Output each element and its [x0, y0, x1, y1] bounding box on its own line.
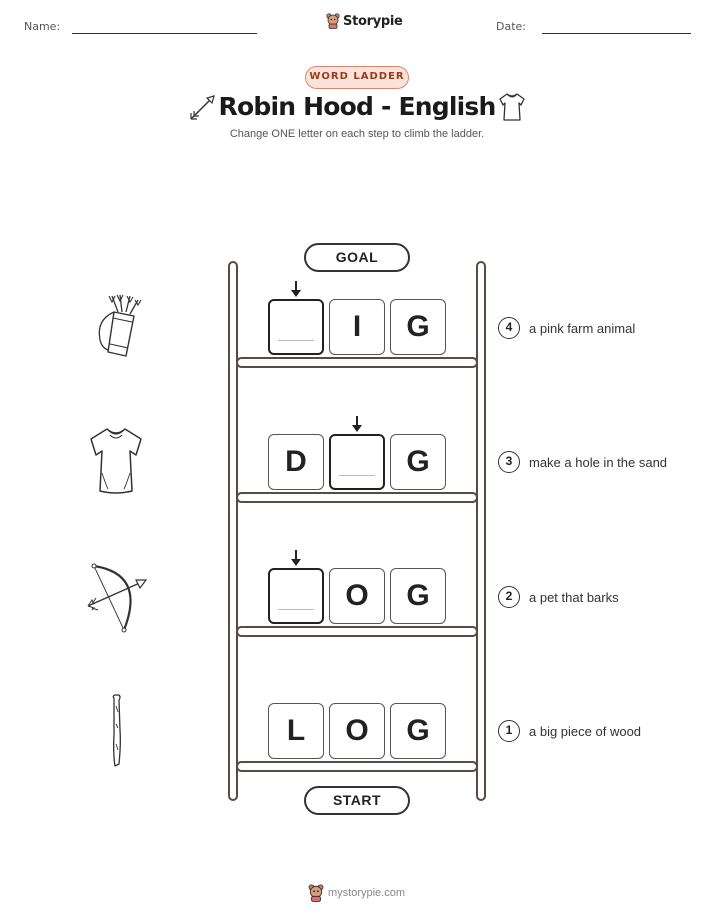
down-arrow-icon [352, 416, 362, 432]
letter-box: D [268, 434, 324, 490]
step-number: 2 [498, 586, 520, 608]
down-arrow-icon [291, 550, 301, 566]
ladder-rung [236, 357, 478, 368]
clue-text: make a hole in the sand [529, 455, 668, 470]
stick-icon [112, 694, 121, 767]
step-number: 3 [498, 451, 520, 473]
letter-box-blank[interactable] [329, 434, 385, 490]
tunic-small-icon [499, 93, 525, 121]
letter-box: L [268, 703, 324, 759]
footer: mystorypie.com [308, 884, 405, 902]
ladder-rung [236, 761, 478, 772]
clue-text: a pet that barks [529, 590, 619, 605]
ladder-left-rail [228, 261, 238, 801]
clue-text: a pink farm animal [529, 321, 636, 336]
ladder-rung [236, 492, 478, 503]
brand-logo: Storypie [326, 13, 403, 29]
ladder-rung [236, 626, 478, 637]
letter-box: G [390, 299, 446, 355]
bow-and-arrow-icon [87, 563, 148, 633]
activity-badge: WORD LADDER [305, 66, 409, 89]
letter-box: I [329, 299, 385, 355]
letter-box: O [329, 703, 385, 759]
letter-box-blank[interactable] [268, 568, 324, 624]
letter-box-blank[interactable] [268, 299, 324, 355]
brand-name: Storypie [343, 13, 403, 29]
bear-mascot-icon [308, 884, 324, 902]
step-number: 1 [498, 720, 520, 742]
ladder-right-rail [476, 261, 486, 801]
quiver-icon [98, 294, 142, 357]
letter-box: G [390, 434, 446, 490]
name-line[interactable] [72, 33, 257, 34]
footer-url[interactable]: mystorypie.com [328, 887, 406, 899]
instructions: Change ONE letter on each step to climb … [229, 128, 485, 140]
start-label: START [304, 786, 410, 815]
clue-text: a big piece of wood [529, 724, 642, 739]
letter-box: G [390, 568, 446, 624]
name-label: Name: [24, 20, 61, 33]
bear-mascot-icon [326, 13, 340, 29]
step-number: 4 [498, 317, 520, 339]
page-title: Robin Hood - English [218, 92, 497, 121]
letter-box: O [329, 568, 385, 624]
date-label: Date: [496, 20, 526, 33]
date-line[interactable] [542, 33, 691, 34]
tunic-icon [90, 428, 142, 494]
goal-label: GOAL [304, 243, 410, 272]
arrow-icon [190, 95, 215, 120]
letter-box: G [390, 703, 446, 759]
down-arrow-icon [291, 281, 301, 297]
